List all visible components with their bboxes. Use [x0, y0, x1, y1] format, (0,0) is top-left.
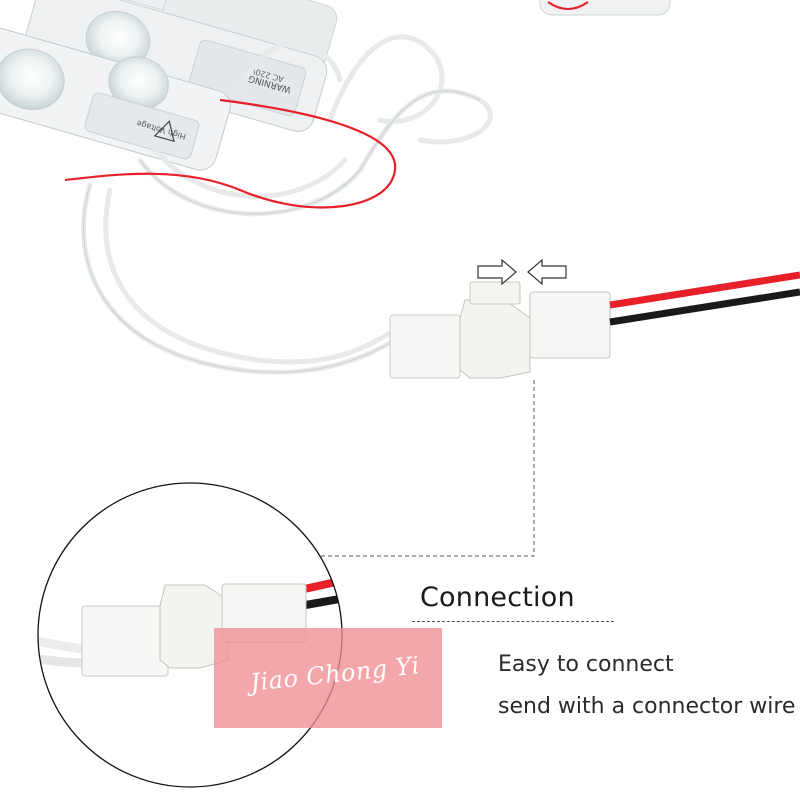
led-module-cluster: WARNING AC 220V High Voltage — [0, 0, 671, 171]
watermark-box — [214, 628, 442, 728]
connection-heading: Connection — [420, 582, 575, 613]
red-output-wire — [609, 271, 800, 309]
caption-line-2: send with a connector wire — [498, 694, 796, 719]
push-arrows-icon — [477, 258, 567, 286]
main-connector — [389, 281, 611, 379]
black-output-wire — [609, 288, 800, 326]
heading-dashed-rule — [412, 621, 614, 622]
caption-line-1: Easy to connect — [498, 652, 674, 677]
module-red-wire — [64, 98, 397, 209]
callout-leader-line — [318, 380, 535, 557]
